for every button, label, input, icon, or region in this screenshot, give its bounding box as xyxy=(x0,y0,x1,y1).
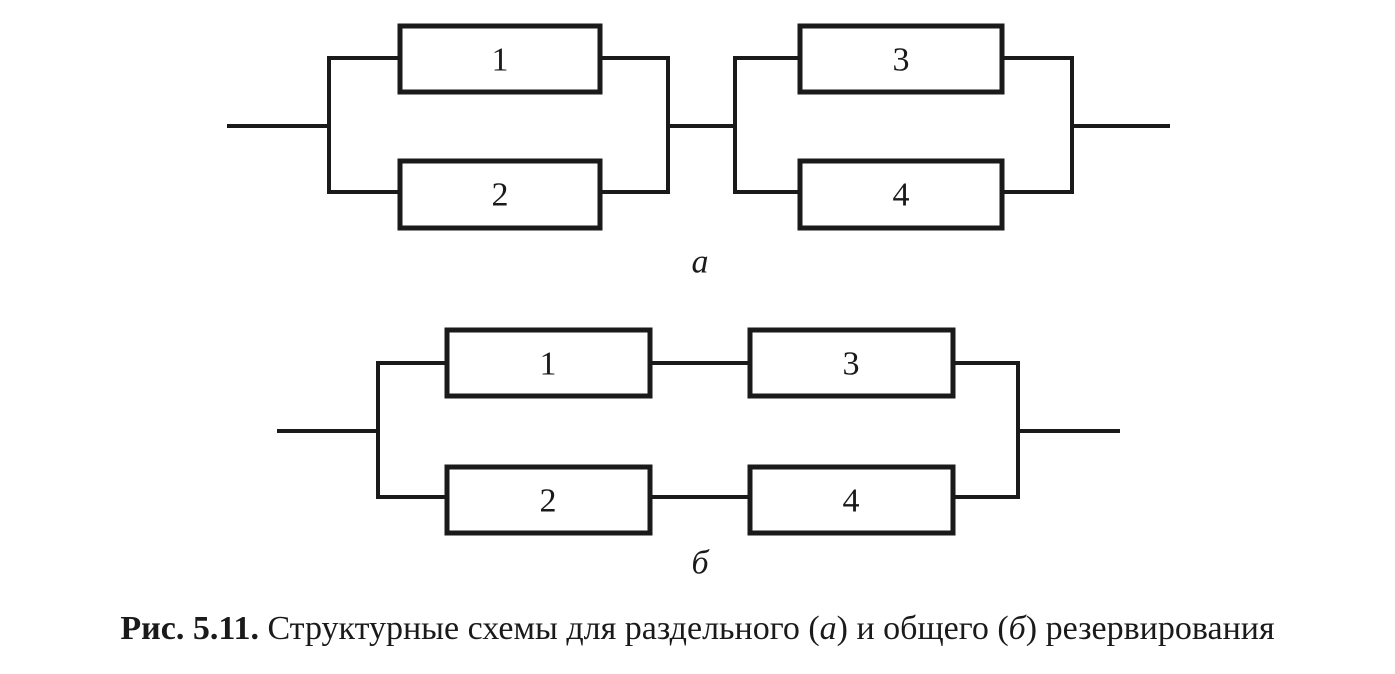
block-label: 2 xyxy=(540,483,557,520)
block-label: 1 xyxy=(540,346,557,383)
figure-caption: Рис. 5.11. Структурные схемы для раздель… xyxy=(0,610,1395,648)
caption-label-b: б xyxy=(1008,610,1026,647)
caption-text-1: Структурные схемы для раздельного ( xyxy=(258,610,820,647)
diagram-a-label: а xyxy=(692,244,709,281)
block-label: 2 xyxy=(492,177,509,214)
diagram-b-block-3: 3 xyxy=(747,327,956,399)
block-label: 4 xyxy=(843,483,860,520)
caption-text-2: ) и общего ( xyxy=(836,610,1009,647)
block-label: 1 xyxy=(492,42,509,79)
diagram-b-wires xyxy=(277,361,1120,499)
caption-label-a: а xyxy=(819,610,837,647)
block-label: 4 xyxy=(893,177,910,214)
block-label: 3 xyxy=(893,42,910,79)
diagram-a-wires xyxy=(227,56,1170,194)
caption-text-3: ) резервирования xyxy=(1025,610,1275,647)
diagram-b-block-1: 1 xyxy=(444,327,653,399)
diagram-a-block-3: 3 xyxy=(797,23,1005,95)
diagram-a: 1 2 3 4 а xyxy=(227,23,1170,281)
diagram-b-label: б xyxy=(691,545,710,582)
diagram-b-block-4: 4 xyxy=(747,464,956,536)
diagram-a-block-1: 1 xyxy=(397,23,603,95)
diagram-a-block-2: 2 xyxy=(397,158,603,231)
block-label: 3 xyxy=(843,346,860,383)
diagram-b-block-2: 2 xyxy=(444,464,653,536)
figure-number: Рис. 5.11. xyxy=(120,610,259,647)
diagram-a-block-4: 4 xyxy=(797,158,1005,231)
diagram-b: 1 3 2 4 б xyxy=(277,327,1120,582)
